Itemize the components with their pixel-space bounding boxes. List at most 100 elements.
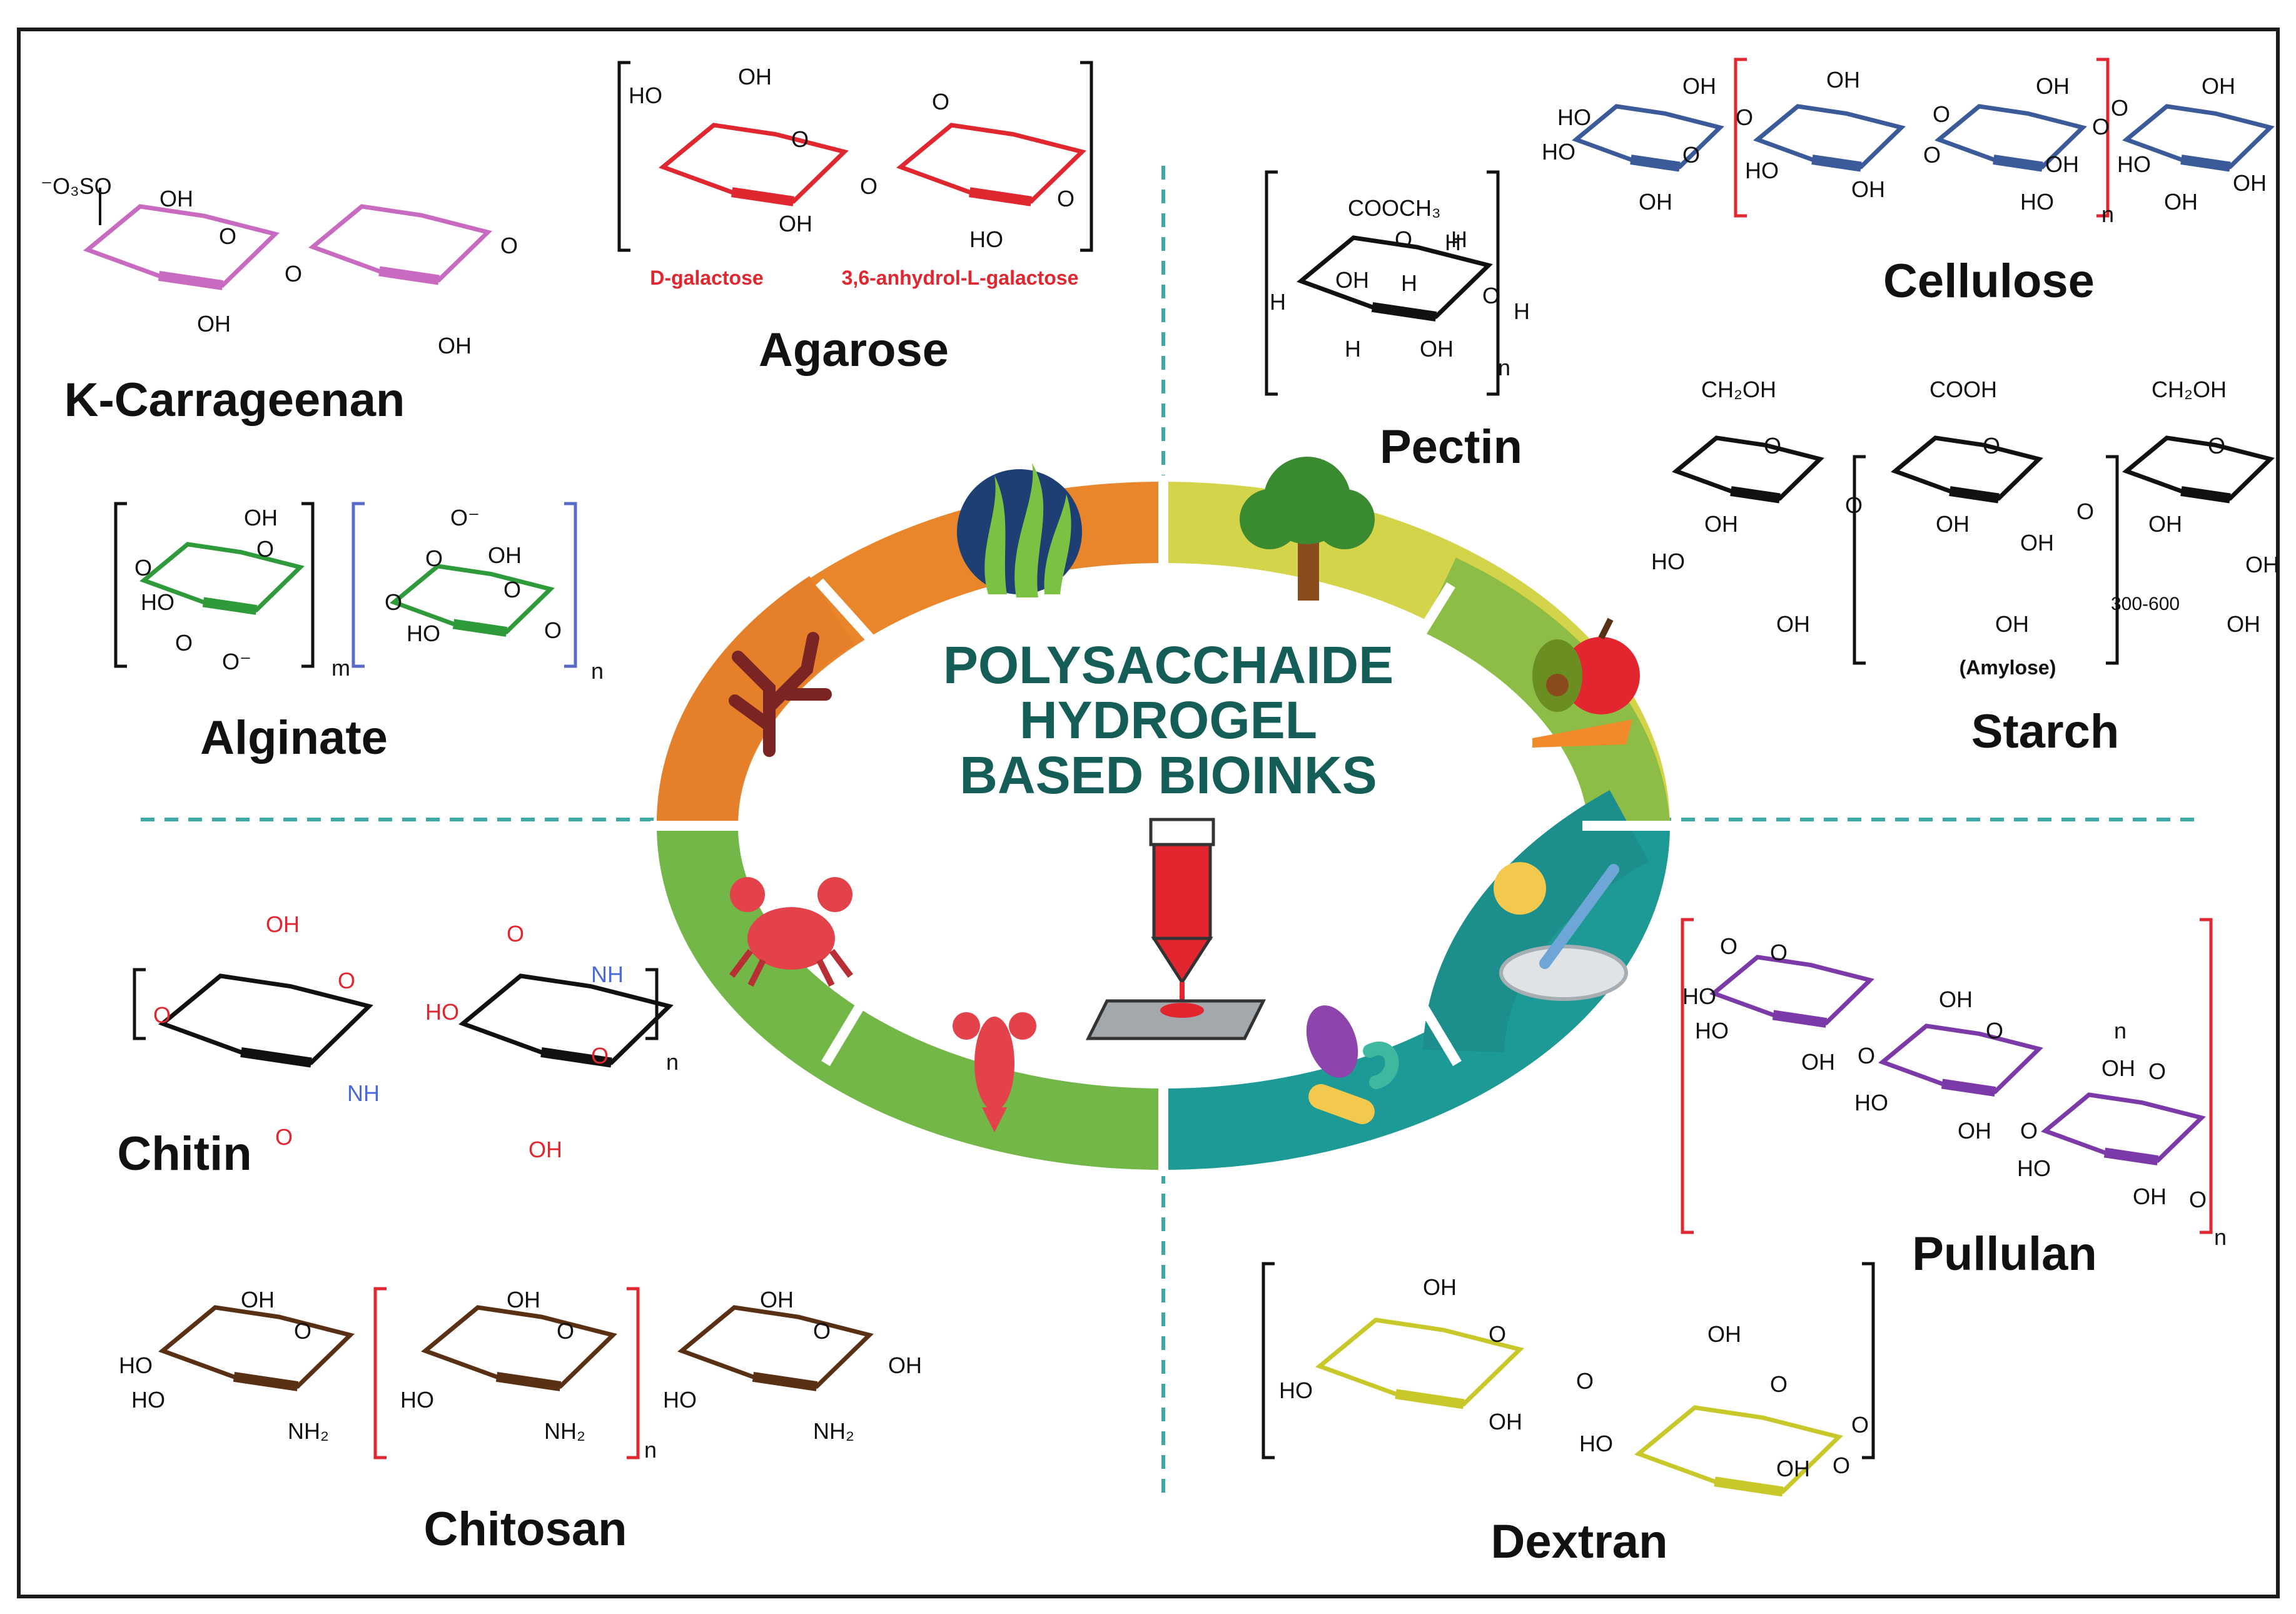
pectin-atom: H [1345,336,1361,362]
chitosan-ring-3-bold-edge [752,1371,818,1391]
ring-separators [650,475,1676,1176]
alginate-bracket-left-2 [351,502,365,668]
dextran-atom: OH [1776,1456,1810,1481]
pectin-atom: H [1451,226,1467,252]
pullulan-atom: n [2214,1224,2227,1250]
starch-label: Starch [1971,705,2120,758]
chitin-ring-1-bold-edge [240,1047,312,1068]
starch-bracket-right [2106,455,2119,665]
alginate-atom: HO [407,621,440,646]
dextran-bracket-left [1262,1262,1275,1459]
starch-atom: OH [1936,511,1970,537]
cellulose-bracket-left [1734,58,1747,218]
dextran-ring-1-bold-edge [1395,1389,1465,1409]
agarose-bracket-right [1080,61,1093,252]
pullulan-atom: n [2114,1018,2127,1043]
alginate-atom: O⁻ [222,649,251,674]
pullulan-label: Pullulan [1912,1227,2097,1281]
cellulose-label: Cellulose [1883,255,2095,308]
cellulose-ring-3-bold-edge [1993,155,2043,172]
pectin-atom: OH [1335,267,1369,293]
k-carrageenan-ring-2 [308,204,492,283]
pullulan-atom: O [1770,940,1788,965]
pullulan-atom: O [1720,933,1737,959]
dextran-label: Dextran [1491,1515,1668,1568]
chitin-atom: NH [347,1080,380,1106]
starch-atom: O [1983,433,2000,459]
chitosan-atom: O [813,1318,831,1344]
starch-bracket-left [1853,455,1866,665]
chitosan-bracket-left [373,1287,387,1459]
pectin-atom: H [1514,298,1530,324]
pullulan-atom: OH [1958,1118,1991,1144]
starch-atom: OH [2148,511,2182,537]
chitin-atom: O [275,1124,293,1150]
ring-subsegment-coral [656,576,855,826]
cellulose-ring-4-bold-edge [2180,155,2231,172]
agarose-ring-2 [896,123,1086,204]
pectin-ring-bold-edge [1371,302,1437,322]
k_carrageenan-atom: OH [159,186,193,211]
alginate-atom: O [544,617,562,643]
chitosan-label: Chitosan [423,1503,627,1556]
pullulan-ring-1-bold-edge [1772,1010,1828,1028]
agarose-unit-2: 3,6-anhydrol-L-galactose [842,266,1079,289]
agarose-bracket-left [617,61,630,252]
chitin-atom: n [666,1049,679,1075]
pullulan-atom: HO [1695,1018,1729,1043]
pectin-atom: OH [1420,336,1454,362]
cellulose-atom: O [1736,104,1753,130]
cellulose-atom: O [1682,142,1700,168]
chitin-atom: OH [528,1137,562,1162]
chitosan-atom: HO [400,1387,434,1413]
pullulan-bracket-right [2200,918,2213,1234]
chitin-atom: O [591,1043,609,1068]
chitosan-ring-3 [677,1305,874,1389]
chitin-atom: OH [266,911,300,937]
coral-icon [729,632,832,757]
dextran-atom: O [1851,1412,1869,1438]
alginate-atom: OH [488,542,522,568]
agarose-atom: HO [969,226,1003,252]
cellulose-atom: HO [1542,139,1575,165]
dextran-atom: OH [1707,1321,1741,1347]
starch-atom: HO [1651,549,1685,574]
chitosan-atom: OH [507,1287,540,1312]
k_carrageenan-atom: O [500,233,518,258]
pullulan-atom: OH [1939,987,1973,1012]
starch-atom: O [1764,433,1781,459]
agarose-atom: OH [738,64,772,89]
cellulose-bracket-right [2096,58,2110,218]
cellulose-atom: HO [1557,104,1591,130]
k-carrageenan-ring-2-bold-edge [378,266,440,285]
chitin-atom: O [507,921,524,947]
dextran-ring-2-bold-edge [1714,1476,1784,1497]
alginate-atom: O [503,577,521,602]
chitosan-ring-2-bold-edge [495,1371,562,1391]
dextran-atom: OH [1489,1409,1522,1434]
chitosan-atom: O [557,1318,574,1344]
chitosan-atom: n [644,1437,657,1463]
pectin-atom: H [1401,270,1417,296]
starch-atom: OH [1776,611,1810,637]
dextran-atom: HO [1579,1431,1613,1456]
chitin-label: Chitin [117,1127,251,1180]
pullulan-atom: OH [1801,1049,1835,1075]
chitosan-atom: HO [663,1387,697,1413]
cellulose-atom: OH [2164,189,2198,215]
cellulose-ring-1-bold-edge [1630,155,1681,172]
pectin-bracket-left [1265,170,1278,396]
pectin-atom: H [1445,230,1461,255]
dextran-atom: OH [1423,1274,1457,1300]
starch-atom: O [1845,492,1863,518]
starch-atom: CH₂OH [2152,377,2227,402]
chitin-bracket-left [133,968,146,1040]
pectin-atom: O [1395,226,1412,252]
chitin-ring-2 [458,973,674,1065]
alginate-ring-2-bold-edge [452,619,508,637]
cellulose-atom: HO [1745,158,1779,183]
pectin-atom: COOCH₃ [1348,195,1441,221]
center-title: POLYSACCHAIDE HYDROGEL BASED BIOINKS [943,636,1393,804]
